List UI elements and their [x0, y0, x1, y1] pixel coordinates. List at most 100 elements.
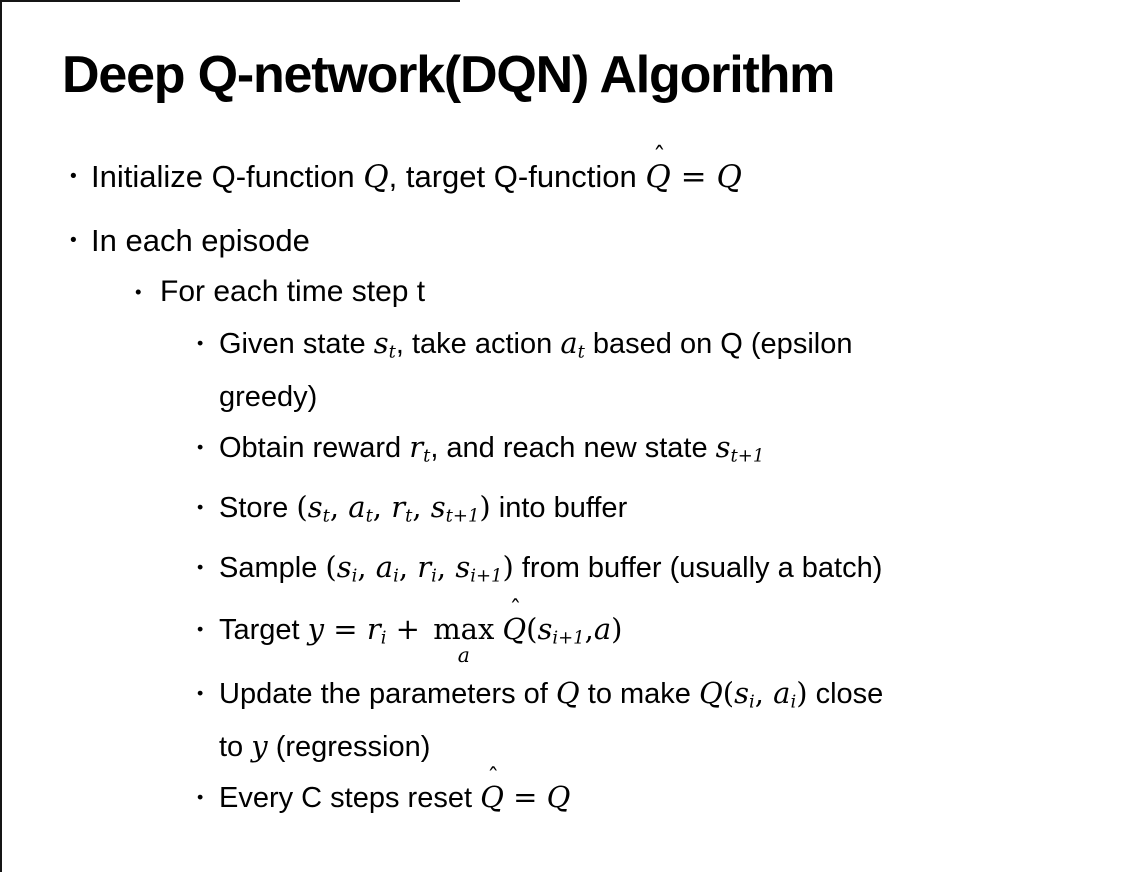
- text-run: greedy): [219, 380, 318, 413]
- math-subscript: i: [351, 565, 358, 587]
- bullet-text: Update the parameters of Q to make Q(si,…: [219, 671, 1085, 770]
- math-subscript: t+1: [445, 505, 480, 527]
- math-comma: ,: [436, 549, 456, 584]
- math-comma: ,: [412, 490, 431, 525]
- math-var: r: [417, 549, 432, 584]
- math-var: y: [307, 612, 325, 647]
- math-paren: ): [611, 612, 623, 647]
- math-subscript: i: [431, 565, 437, 587]
- bullet-text: Obtain reward rt, and reach new state st…: [219, 425, 1085, 478]
- bullet-item-sample: • Sample (si, ai, ri, si+1) from buffer …: [197, 545, 1124, 598]
- math-var: r: [409, 429, 424, 464]
- math-var: Q: [555, 675, 580, 710]
- math-paren: (: [526, 612, 538, 647]
- math-subscript: i+1: [552, 627, 585, 649]
- bullet-marker: •: [197, 497, 204, 518]
- bullet-item-episode: • In each episode: [70, 218, 1124, 264]
- bullet-marker: •: [70, 166, 77, 188]
- math-subscript: i: [748, 691, 755, 713]
- math-var: Q: [502, 612, 527, 647]
- bullet-text: In each episode: [91, 218, 310, 264]
- math-var: s: [715, 429, 731, 464]
- math-paren: (: [722, 675, 735, 710]
- bullet-item-obtain-reward: • Obtain reward rt, and reach new state …: [197, 425, 1124, 478]
- text-run: Obtain reward: [219, 431, 410, 464]
- math-subscript: t+1: [730, 445, 765, 467]
- bullet-text: For each time step t: [160, 269, 425, 315]
- text-run: to make: [579, 677, 699, 710]
- math-comma: ,: [398, 549, 418, 584]
- math-subscript: t: [365, 505, 373, 527]
- hat-accent: ˆ: [487, 762, 500, 791]
- math-var: a: [375, 549, 394, 584]
- math-subscript: t: [577, 341, 585, 363]
- math-paren: ): [502, 549, 514, 584]
- text-run: In each episode: [91, 223, 310, 259]
- math-operator: =: [670, 159, 717, 196]
- math-comma: ,: [584, 612, 594, 647]
- math-operator: =: [503, 780, 547, 815]
- bullet-marker: •: [70, 230, 77, 252]
- math-paren: (: [325, 549, 337, 584]
- math-var: Q: [645, 159, 671, 196]
- bullet-marker: •: [197, 333, 204, 354]
- hat-accent: ˆ: [509, 594, 522, 623]
- math-var: r: [391, 490, 406, 525]
- math-paren: ): [796, 675, 808, 710]
- text-run: Initialize Q-function: [91, 159, 364, 195]
- text-run: to: [219, 731, 252, 764]
- text-run: , target Q-function: [388, 159, 646, 195]
- slide-border-left: [0, 0, 2, 872]
- math-paren: ): [479, 490, 491, 525]
- bullet-item-initialize: • Initialize Q-function Q, target Q-func…: [70, 143, 1124, 200]
- text-run: , and reach new state: [430, 431, 716, 464]
- max-subscript: a: [457, 642, 470, 667]
- bullet-text: Initialize Q-function Q, target Q-functi…: [91, 143, 742, 200]
- math-subscript: i: [393, 565, 399, 587]
- math-var: Q: [698, 675, 723, 710]
- math-var: a: [348, 490, 366, 525]
- text-run: Update the parameters of: [219, 677, 556, 710]
- math-var: Q: [716, 159, 742, 196]
- text-run: close: [807, 677, 884, 710]
- bullet-item-timestep: • For each time step t: [135, 269, 1124, 315]
- math-var: y: [251, 729, 268, 764]
- math-var: a: [593, 612, 612, 647]
- text-run: , take action: [395, 328, 561, 361]
- math-subscript: t: [405, 505, 413, 527]
- bullet-text: Sample (si, ai, ri, si+1) from buffer (u…: [219, 545, 1085, 598]
- math-subscript: t: [322, 505, 330, 527]
- math-var: s: [537, 612, 553, 647]
- bullet-list: • Initialize Q-function Q, target Q-func…: [0, 143, 1124, 821]
- text-run: from buffer (usually a batch): [513, 551, 883, 584]
- text-run: Every C steps reset: [219, 782, 481, 815]
- bullet-marker: •: [197, 556, 204, 577]
- math-var: Q: [363, 159, 389, 196]
- text-run: Target: [219, 614, 308, 647]
- text-run: based on Q (epsilon: [584, 328, 853, 361]
- text-run: (regression): [267, 731, 431, 764]
- max-label: max: [433, 612, 495, 647]
- math-subscript: t: [388, 341, 396, 363]
- math-var: a: [560, 326, 578, 361]
- bullet-item-given-state: • Given state st, take action at based o…: [197, 321, 1124, 419]
- math-var: a: [773, 675, 791, 710]
- math-var: s: [455, 549, 471, 584]
- bullet-text: Given state st, take action at based on …: [219, 321, 1085, 419]
- math-operator: +: [386, 612, 430, 647]
- bullet-marker: •: [135, 281, 142, 303]
- text-run: Given state: [219, 328, 374, 361]
- math-var: s: [307, 490, 323, 525]
- math-subscript: t: [423, 445, 431, 467]
- text-run: For each time step t: [160, 275, 426, 309]
- math-subscript: i+1: [470, 565, 503, 587]
- math-subscript: i: [380, 627, 387, 649]
- math-comma: ,: [372, 490, 392, 525]
